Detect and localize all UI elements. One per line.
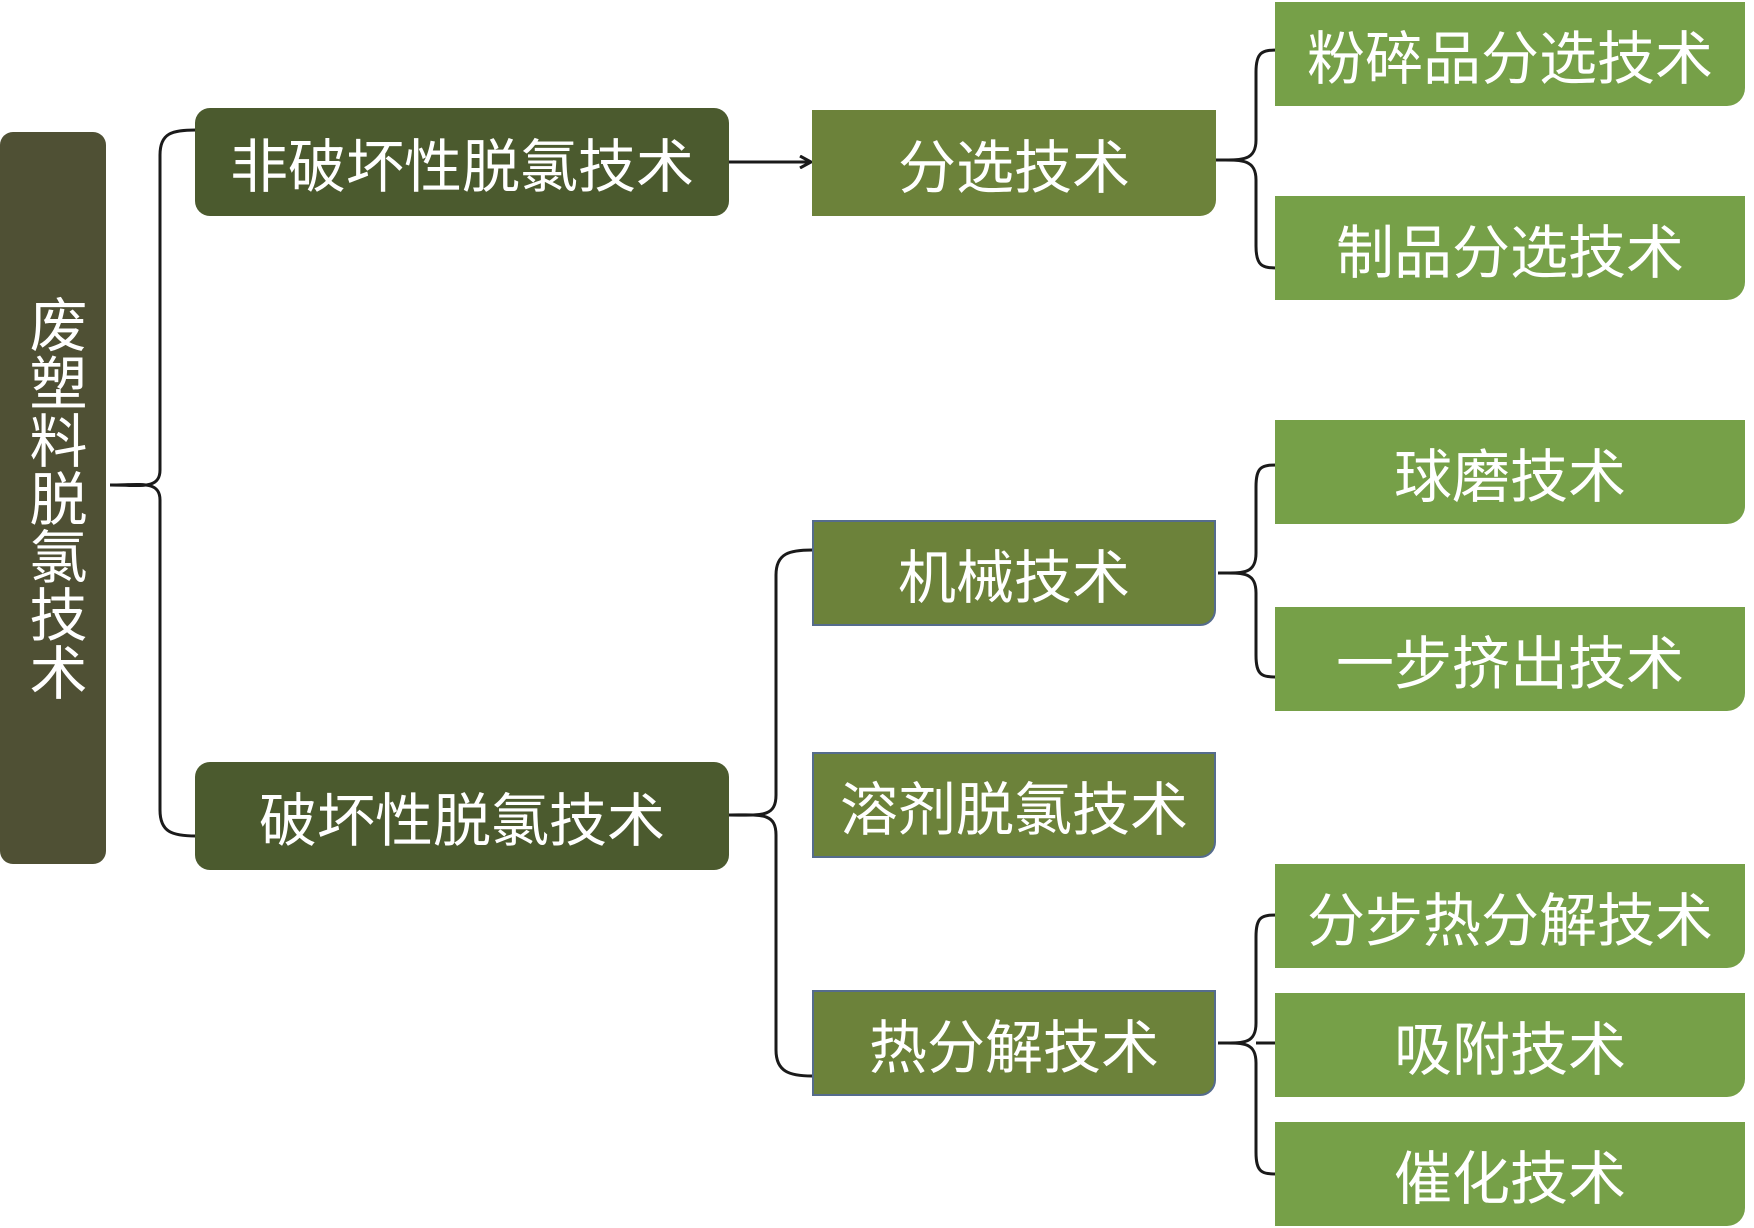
thermal-bracket-lower [1217, 1041, 1279, 1176]
mechanical-bracket-lower [1217, 571, 1279, 679]
root-bracket-lower [109, 482, 197, 838]
technique-one-step-extrusion: 一步挤出技术 [1275, 607, 1745, 711]
sorting-bracket [1215, 48, 1279, 162]
technique-adsorption: 吸附技术 [1275, 993, 1745, 1097]
destructive-bracket-lower [728, 813, 813, 1078]
root-bracket [109, 128, 197, 488]
method-solvent-dechlorination: 溶剂脱氯技术 [812, 752, 1216, 858]
technique-product-sorting: 制品分选技术 [1275, 196, 1745, 300]
destructive-bracket-upper [728, 548, 813, 817]
branch-non-destructive: 非破坏性脱氯技术 [195, 108, 729, 216]
method-sorting: 分选技术 [812, 110, 1216, 216]
technique-crushed-sorting: 粉碎品分选技术 [1275, 2, 1745, 106]
method-thermal-decomposition: 热分解技术 [812, 990, 1216, 1096]
branch-destructive: 破坏性脱氯技术 [195, 762, 729, 870]
technique-stepwise-thermal-decomposition: 分步热分解技术 [1275, 864, 1745, 968]
sorting-bracket-lower [1215, 158, 1279, 270]
thermal-bracket-upper [1217, 913, 1279, 1045]
technique-ball-milling: 球磨技术 [1275, 420, 1745, 524]
method-mechanical: 机械技术 [812, 520, 1216, 626]
technique-catalysis: 催化技术 [1275, 1122, 1745, 1226]
root-node: 废塑料脱氯技术 [0, 132, 106, 864]
mechanical-bracket-upper [1217, 463, 1279, 575]
